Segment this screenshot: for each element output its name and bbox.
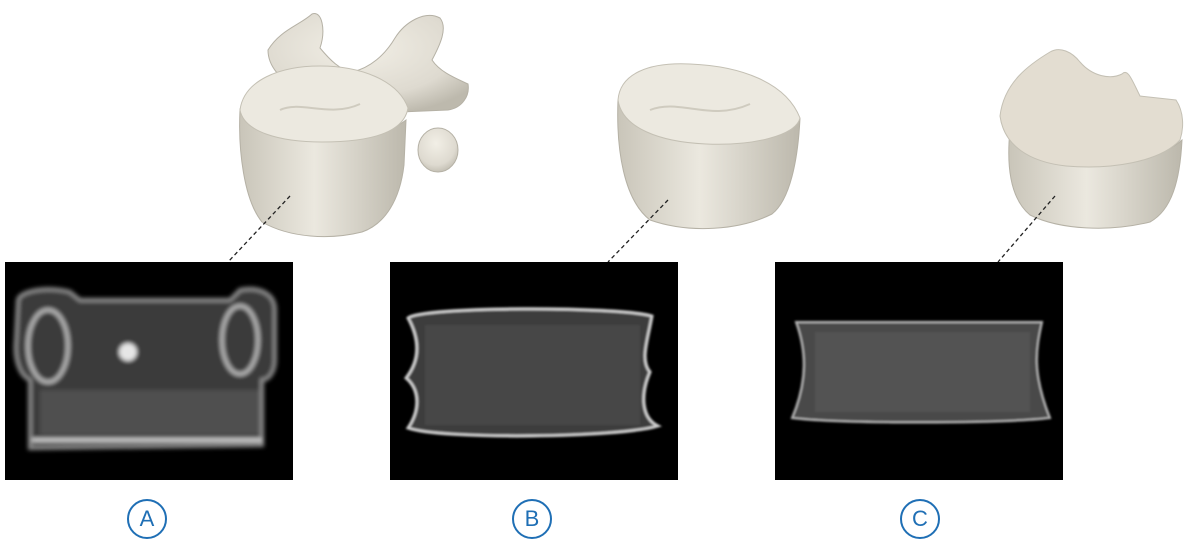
panel-label-c: C [900, 499, 940, 539]
vertebra-model-b [618, 64, 800, 229]
panel-label-a: A [127, 499, 167, 539]
ct-slice-b [390, 262, 678, 480]
panel-label-b: B [512, 499, 552, 539]
vertebra-model-a [240, 13, 469, 236]
vertebra-model-c [1000, 50, 1183, 229]
ct-slice-c [775, 262, 1063, 480]
ct-slice-a [5, 262, 293, 480]
